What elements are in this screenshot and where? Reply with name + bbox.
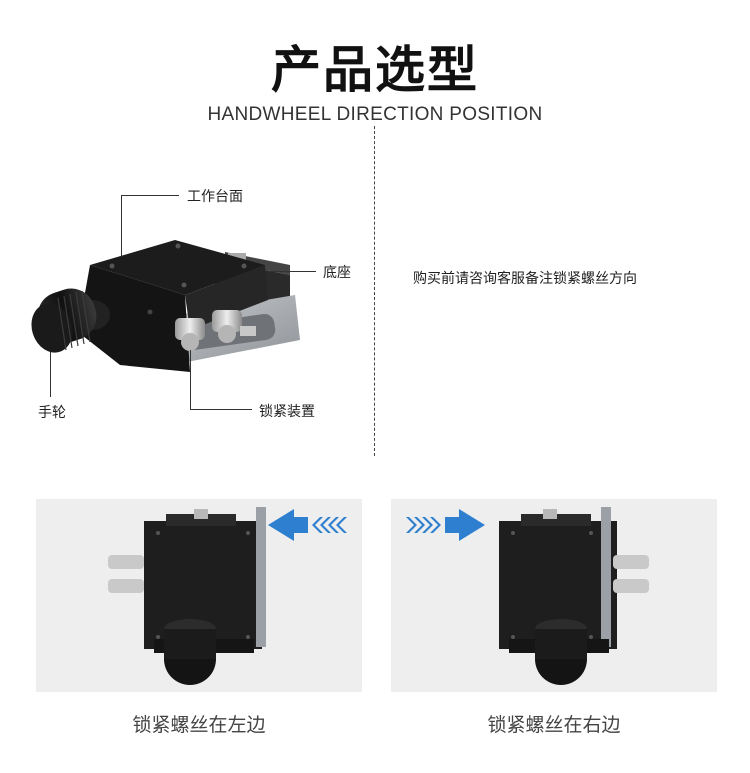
arrow-right-icon (406, 509, 485, 541)
handwheel-leader (50, 352, 51, 397)
caption-left: 锁紧螺丝在左边 (132, 714, 266, 736)
worktable-leader-h (121, 195, 179, 196)
stage-photo-right (499, 507, 649, 685)
base-leader (268, 271, 316, 272)
lock-leader-v (190, 350, 191, 410)
stage-photo-left (108, 507, 266, 685)
arrow-left-icon (268, 509, 347, 541)
option-panel-right (391, 499, 717, 692)
label-base: 底座 (323, 265, 351, 281)
caption-right: 锁紧螺丝在右边 (487, 714, 621, 736)
lock-leader-h (190, 409, 252, 410)
worktable-leader-v (121, 195, 122, 257)
page-subtitle: HANDWHEEL DIRECTION POSITION (207, 104, 543, 125)
center-divider (374, 126, 375, 456)
page-title: 产品选型 (271, 41, 479, 99)
order-note: 购买前请咨询客服备注锁紧螺丝方向 (413, 271, 637, 287)
stage-illustration (31, 240, 300, 372)
label-locking-device: 锁紧装置 (259, 404, 315, 420)
option-panel-left (36, 499, 362, 692)
label-worktable: 工作台面 (187, 189, 243, 205)
label-handwheel: 手轮 (38, 405, 66, 421)
